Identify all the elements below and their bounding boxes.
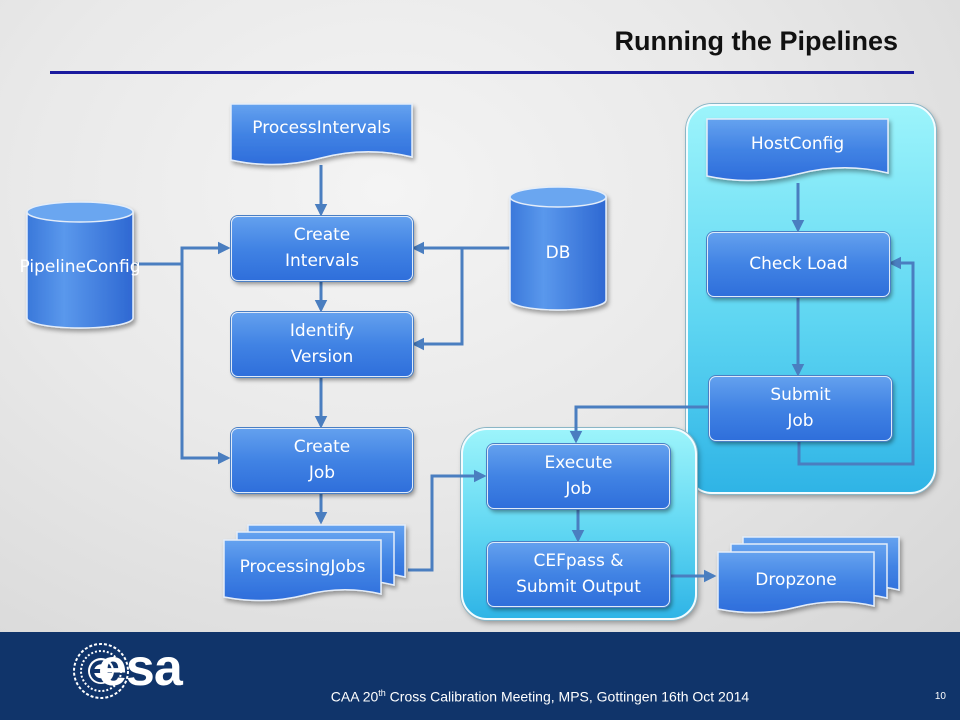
dropzone-label: Dropzone: [755, 570, 837, 591]
connector-processing-jobs-to-execute-job: [408, 469, 487, 572]
cefpass-submit-output-box: CEFpass &Submit Output: [487, 542, 670, 607]
connector-submit-job-to-execute-job: [569, 405, 709, 444]
slide-title: Running the Pipelines: [614, 26, 898, 56]
connector-submit-job-loop-to-check-load: [797, 256, 915, 466]
esa-logo-text: esa: [98, 639, 183, 697]
connector-pipeline-config-branch: [134, 241, 231, 266]
title-underline: [50, 71, 914, 74]
db-cylinder: [509, 186, 607, 311]
host-config-document: [706, 118, 889, 182]
page-number: 10: [934, 691, 946, 702]
dropzone-documents: [717, 536, 900, 614]
pipeline-config-label: Pipeline Config: [19, 257, 141, 278]
footer-bar: [0, 632, 960, 720]
db-label: DB: [545, 243, 571, 264]
process-intervals-document: [230, 103, 413, 166]
connectors: [134, 165, 915, 583]
connector-pipeline-config-to-create-job: [180, 264, 231, 465]
footer-text: CAA 20th Cross Calibration Meeting, MPS,…: [330, 688, 750, 705]
connector-db-to-identify-version: [411, 248, 464, 351]
process-intervals-label: Process Intervals: [252, 118, 391, 139]
esa-logo-icon: [73, 643, 129, 699]
host-config-label: Host Config: [750, 134, 845, 155]
check-load-box: Check Load: [707, 232, 890, 297]
processing-jobs-label: Processing Jobs: [239, 557, 366, 578]
processing-jobs-documents: [223, 524, 406, 602]
pipeline-config-cylinder: [26, 201, 134, 329]
diagram-shapes: [26, 103, 915, 614]
